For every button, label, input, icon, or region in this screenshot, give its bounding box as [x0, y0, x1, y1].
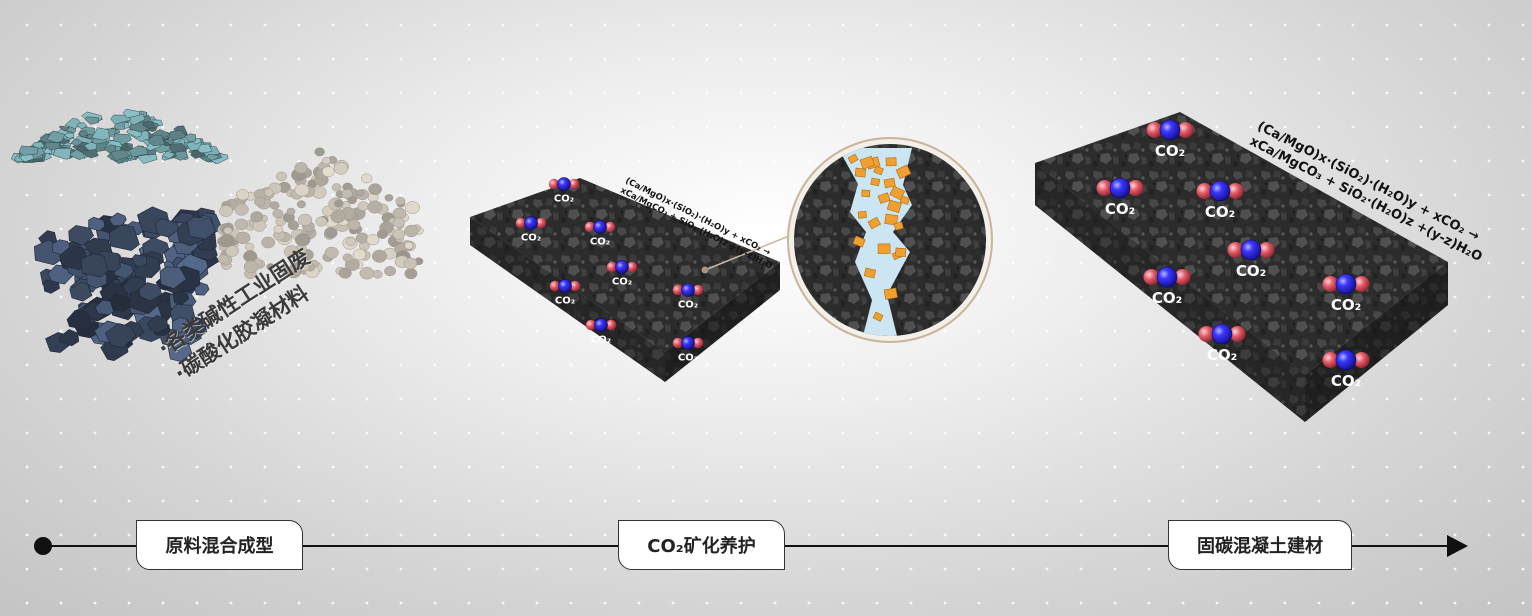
- magnifier-leader-line: [704, 233, 795, 271]
- timeline-arrowhead: [1447, 535, 1468, 557]
- magnifier-anchor-dot: [701, 266, 709, 274]
- large-concrete-block: [1035, 112, 1448, 422]
- co2-label: CO₂: [678, 300, 698, 311]
- large-block-co2-molecules: CO₂ CO₂ CO₂ CO₂ CO₂ CO₂ CO₂ CO₂: [1096, 119, 1370, 390]
- stage-raw-mixing: 原料混合成型: [136, 520, 303, 570]
- co2-label: CO₂: [1105, 200, 1135, 218]
- co2-label: CO₂: [1205, 203, 1235, 221]
- co2-label: CO₂: [554, 194, 574, 205]
- co2-molecule: CO₂: [1146, 119, 1194, 160]
- small-concrete-block: [470, 178, 780, 382]
- co2-label: CO₂: [590, 237, 610, 248]
- co2-label: CO₂: [612, 277, 632, 288]
- co2-label: CO₂: [1331, 372, 1361, 390]
- small-block-co2-molecules: CO₂ CO₂ CO₂ CO₂ CO₂ CO₂ CO₂ CO₂: [515, 177, 704, 364]
- co2-molecule: CO₂: [549, 279, 581, 307]
- co2-label: CO₂: [1331, 296, 1361, 314]
- co2-molecule: CO₂: [606, 260, 638, 288]
- co2-molecule: CO₂: [1143, 266, 1191, 307]
- co2-label: CO₂: [1155, 142, 1185, 160]
- co2-label: CO₂: [591, 335, 611, 346]
- co2-label: CO₂: [521, 233, 541, 244]
- co2-molecule: CO₂: [1198, 323, 1246, 364]
- co2-molecule: CO₂: [1322, 273, 1370, 314]
- co2-molecule: CO₂: [672, 336, 704, 364]
- co2-label: CO₂: [1152, 289, 1182, 307]
- co2-molecule: CO₂: [585, 318, 617, 346]
- co2-label: CO₂: [678, 353, 698, 364]
- co2-label: CO₂: [1236, 262, 1266, 280]
- co2-molecule: CO₂: [1227, 239, 1275, 280]
- co2-molecule: CO₂: [584, 220, 616, 248]
- co2-molecule: CO₂: [1196, 180, 1244, 221]
- co2-molecule: CO₂: [1322, 349, 1370, 390]
- magnified-pore-view: [787, 137, 993, 343]
- navy-slag-pile: [33, 206, 223, 362]
- stage-carbon-concrete: 固碳混凝土建材: [1168, 520, 1352, 570]
- beige-aggregate-pile: [217, 147, 424, 280]
- timeline-start-dot: [34, 537, 52, 555]
- co2-label: CO₂: [555, 296, 575, 307]
- stage-co2-curing: CO₂矿化养护: [618, 520, 785, 570]
- teal-slag-pile: [10, 108, 229, 165]
- co2-molecule: CO₂: [1096, 177, 1144, 218]
- co2-label: CO₂: [1207, 346, 1237, 364]
- calcium-carbonate-crystals: [847, 153, 912, 322]
- co2-molecule: CO₂: [672, 283, 704, 311]
- co2-molecule: CO₂: [515, 216, 547, 244]
- co2-molecule: CO₂: [548, 177, 580, 205]
